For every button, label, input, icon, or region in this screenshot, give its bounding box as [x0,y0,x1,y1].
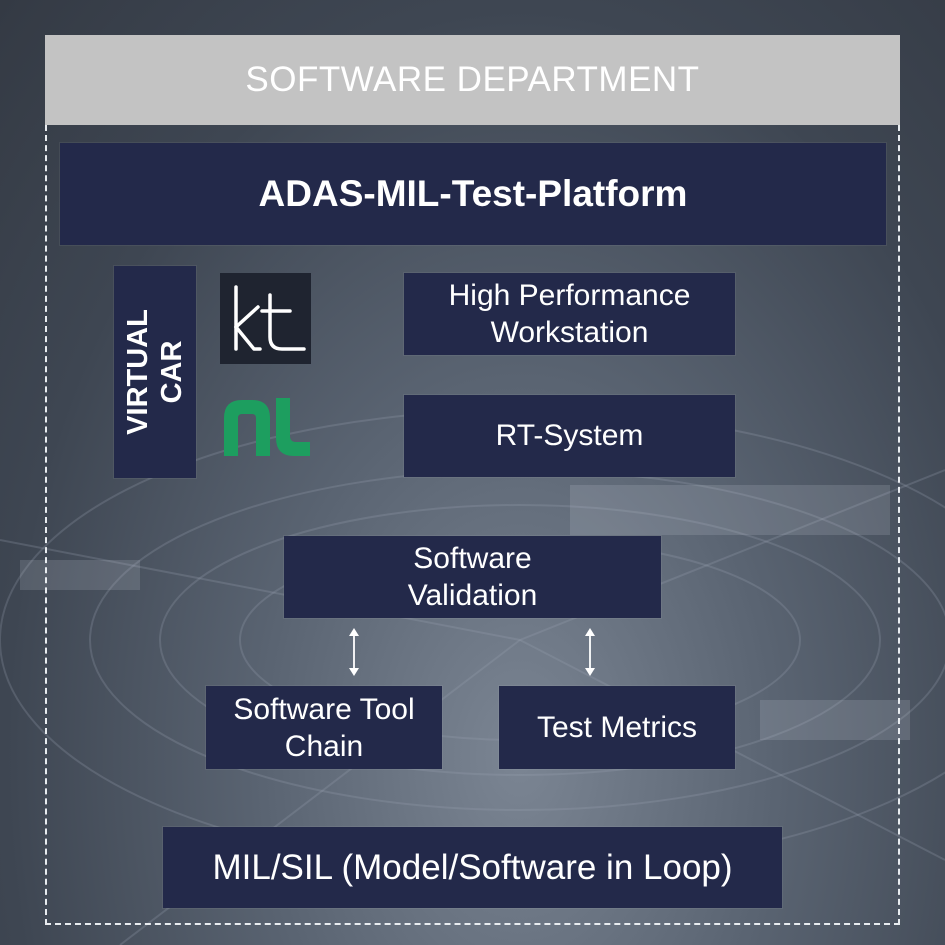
kt-logo [220,273,311,364]
software-validation-box: Software Validation [284,536,661,618]
department-header: SOFTWARE DEPARTMENT [45,35,900,125]
mil-sil-box: MIL/SIL (Model/Software in Loop) [163,827,782,908]
double-arrow-icon [349,628,359,676]
test-metrics-box: Test Metrics [499,686,735,769]
tool-chain-box: Software Tool Chain [206,686,442,769]
virtual-car-label: VIRTUAL CAR [122,309,189,435]
double-arrow-icon [585,628,595,676]
virtual-car-box: VIRTUAL CAR [114,266,196,478]
ni-logo [222,398,310,456]
workstation-box: High Performance Workstation [404,273,735,355]
department-frame [45,125,900,925]
platform-title: ADAS-MIL-Test-Platform [60,143,886,245]
rt-system-box: RT-System [404,395,735,477]
